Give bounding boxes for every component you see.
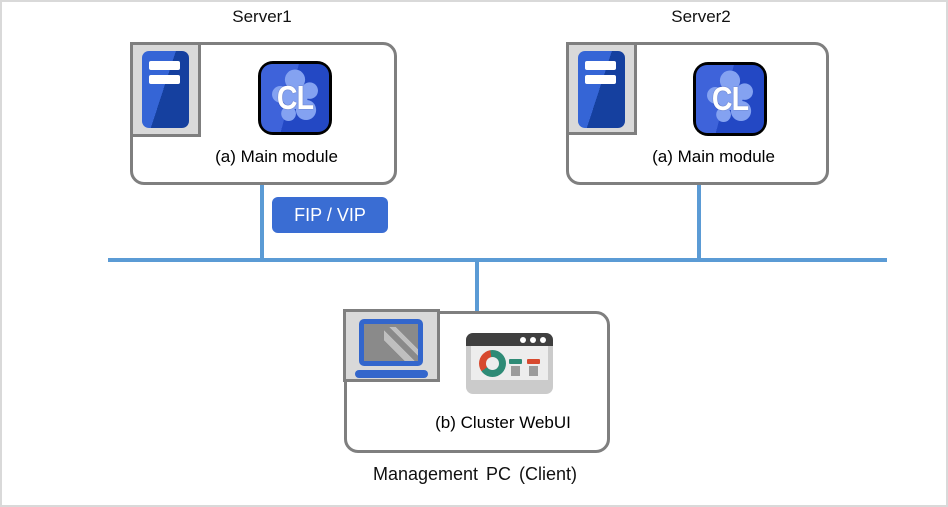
server-tower-body [578,51,625,128]
donut-chart-icon [479,350,506,377]
server1-network-link [260,184,264,258]
cl-letters: CL [276,78,314,117]
clover-blob-shape [707,70,753,122]
laptop-screen [359,319,423,366]
tower-slot [585,61,616,70]
mini-bar-red-icon [527,359,540,364]
cluster-app-icon: CL [693,62,767,136]
server1-main-module-label: (a) Main module [215,147,338,166]
management-network-link [475,262,479,312]
browser-titlebar [466,333,553,346]
browser-body [471,346,548,380]
server2-main-module-label: (a) Main module [652,147,775,166]
server1-title: Server1 [232,7,292,26]
browser-dot-icon [520,336,526,343]
laptop-base [355,370,428,378]
mini-bar-teal-icon [509,359,522,364]
server2-title: Server2 [671,7,731,26]
cluster-webui-label: (b) Cluster WebUI [435,413,571,432]
clover-blob-shape [272,69,318,121]
cl-letters: CL [711,79,749,118]
tower-slot [149,61,180,70]
server-tower-icon [130,42,201,137]
cluster-app-icon-face: CL [696,65,764,133]
browser-dot-icon [540,336,546,343]
webui-browser-icon [466,333,553,394]
management-pc-caption: Management PC (Client) [372,464,578,484]
server-tower-icon [566,42,637,135]
server2-network-link [697,184,701,258]
tower-slot [149,75,180,84]
laptop-icon [343,309,440,382]
tower-slot [585,75,616,84]
server-tower-body [142,51,189,128]
cluster-app-icon-face: CL [261,64,329,132]
mini-square-icon [511,366,520,376]
cluster-app-icon: CL [258,61,332,135]
network-bus-line [108,258,887,262]
browser-dot-icon [530,336,536,343]
mini-square-icon [529,366,538,376]
fip-vip-badge: FIP / VIP [272,197,388,233]
